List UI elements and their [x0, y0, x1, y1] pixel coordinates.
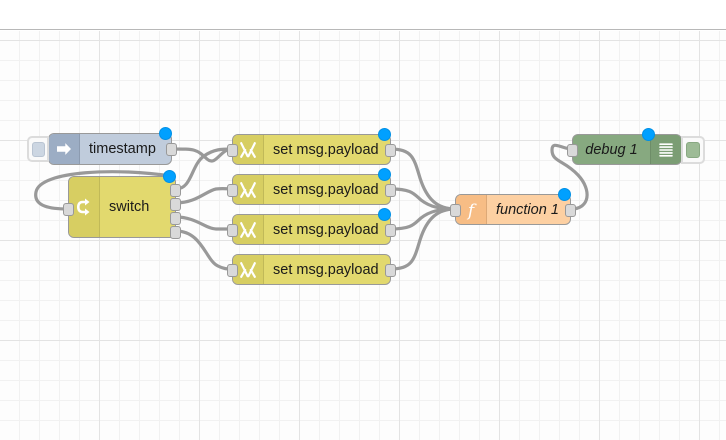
node-label-switch: switch	[109, 199, 150, 215]
inject-trigger-knob	[31, 141, 45, 157]
node-label-change-2: set msg.payload	[273, 181, 379, 198]
port-out-change-1[interactable]	[385, 144, 396, 157]
node-debug-1[interactable]: debug 1	[567, 128, 705, 165]
port-in-switch[interactable]	[63, 203, 74, 216]
port-in-change-2[interactable]	[227, 184, 238, 197]
status-dot-change-3	[378, 208, 391, 221]
port-out-switch-1[interactable]	[170, 184, 181, 197]
port-out-change-3[interactable]	[385, 224, 396, 237]
status-dot-switch	[163, 170, 176, 183]
node-change-4[interactable]: set msg.payload	[227, 254, 396, 285]
port-out-switch-2[interactable]	[170, 198, 181, 211]
node-label-change-1: set msg.payload	[273, 141, 379, 158]
arrow-right-icon	[49, 134, 80, 164]
editor-header-strip	[0, 0, 726, 30]
status-dot-function-1	[558, 188, 571, 201]
node-inject-timestamp[interactable]: timestamp	[27, 127, 177, 165]
port-out-function-1[interactable]	[565, 204, 576, 217]
port-out-switch-4[interactable]	[170, 226, 181, 239]
change-swap-icon	[233, 215, 264, 244]
change-swap-icon	[233, 175, 264, 204]
port-in-change-1[interactable]	[227, 144, 238, 157]
change-swap-icon	[233, 135, 264, 164]
switch-branch-icon	[69, 177, 100, 237]
debug-toggle-knob	[686, 141, 700, 158]
debug-lines-icon	[650, 135, 681, 164]
node-function-1[interactable]: f function 1	[450, 188, 576, 225]
port-out-switch-3[interactable]	[170, 212, 181, 225]
node-change-1[interactable]: set msg.payload	[227, 128, 396, 165]
change-swap-icon	[233, 255, 264, 284]
status-dot-debug-1	[642, 128, 655, 141]
port-out-change-4[interactable]	[385, 264, 396, 277]
status-dot-change-1	[378, 128, 391, 141]
port-out-change-2[interactable]	[385, 184, 396, 197]
node-change-2[interactable]: set msg.payload	[227, 168, 396, 205]
port-in-change-4[interactable]	[227, 264, 238, 277]
status-dot-inject	[159, 127, 172, 140]
node-change-3[interactable]: set msg.payload	[227, 208, 396, 245]
port-in-change-3[interactable]	[227, 224, 238, 237]
svg-text:f: f	[466, 201, 477, 220]
node-label-change-3: set msg.payload	[273, 221, 379, 238]
port-out-inject[interactable]	[166, 143, 177, 156]
port-in-debug-1[interactable]	[567, 144, 578, 157]
status-dot-change-2	[378, 168, 391, 181]
port-in-function-1[interactable]	[450, 204, 461, 217]
node-label-change-4: set msg.payload	[273, 261, 379, 278]
node-label-inject: timestamp	[89, 141, 156, 157]
node-switch[interactable]: switch	[63, 170, 181, 239]
node-label-function-1: function 1	[496, 201, 559, 218]
inject-trigger-button[interactable]	[27, 136, 49, 162]
debug-toggle-button[interactable]	[681, 135, 705, 164]
function-f-icon: f	[456, 195, 487, 224]
node-label-debug-1: debug 1	[585, 141, 638, 158]
